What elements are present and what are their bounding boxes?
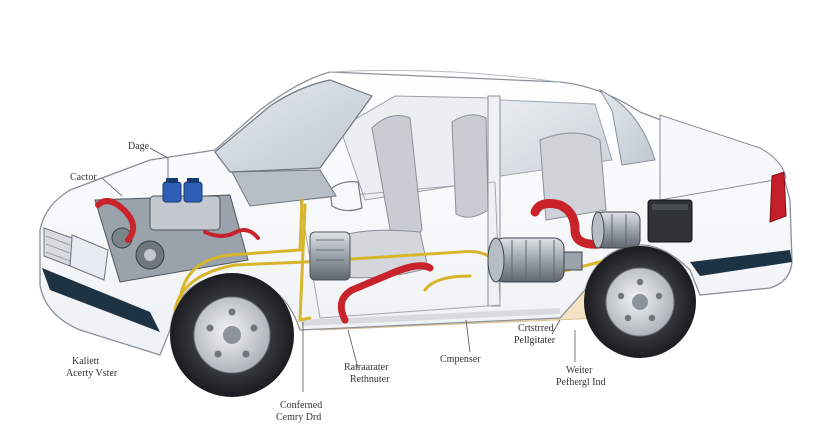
label-water-line2: Pefhergl Ind bbox=[556, 377, 606, 388]
leader-lines bbox=[101, 147, 576, 392]
engine-red-hose bbox=[95, 198, 137, 243]
front-wheel bbox=[170, 273, 294, 397]
label-gauge: Dage bbox=[128, 141, 150, 152]
label-bottom-line1: Conferned bbox=[280, 400, 322, 411]
label-compressor: Cmpenser bbox=[440, 354, 481, 365]
label-bottom-line2: Cemry Drd bbox=[276, 412, 321, 423]
trunk-lid bbox=[659, 114, 787, 201]
cabin-red-hose bbox=[337, 262, 434, 324]
label-control-line1: Crtstrred bbox=[518, 323, 554, 334]
dashboard bbox=[231, 169, 337, 207]
label-cooler: Cactor bbox=[70, 172, 97, 183]
taillight bbox=[769, 171, 787, 223]
side-mirror bbox=[329, 181, 363, 212]
front-grille bbox=[43, 227, 73, 267]
rear-battery-box bbox=[647, 199, 693, 243]
rear-motor-unit bbox=[591, 211, 641, 249]
label-refrigerant-line2: Rethnuter bbox=[350, 374, 390, 385]
front-sill-stripe bbox=[42, 268, 160, 332]
compressor-unit bbox=[487, 237, 583, 283]
windshield bbox=[214, 79, 373, 173]
label-control-line2: Pellgitater bbox=[514, 335, 556, 346]
label-water-line1: Weiter bbox=[566, 365, 593, 376]
roof-line bbox=[329, 69, 561, 83]
rear-seat-back bbox=[451, 114, 489, 218]
seats bbox=[231, 114, 607, 279]
hvac-unit bbox=[309, 231, 351, 281]
rear-wheel bbox=[584, 246, 696, 358]
rear-sill-stripe bbox=[690, 250, 792, 276]
rear-window bbox=[598, 88, 656, 166]
rear-seat-back-2 bbox=[539, 132, 607, 221]
coolant-reservoir bbox=[162, 181, 182, 203]
label-refrigerant-line1: Ratraarater bbox=[344, 362, 389, 373]
callout-labels: Dage Cactor Kaliett Acerty Vster Ratraar… bbox=[66, 141, 606, 423]
side-stripe bbox=[300, 308, 560, 326]
label-battery-line1: Kaliett bbox=[72, 356, 99, 367]
label-battery-line2: Acerty Vster bbox=[66, 368, 118, 379]
rear-red-hose bbox=[530, 199, 605, 249]
engine-red-hose-2 bbox=[203, 228, 260, 240]
coolant-reservoir-2 bbox=[183, 181, 203, 203]
